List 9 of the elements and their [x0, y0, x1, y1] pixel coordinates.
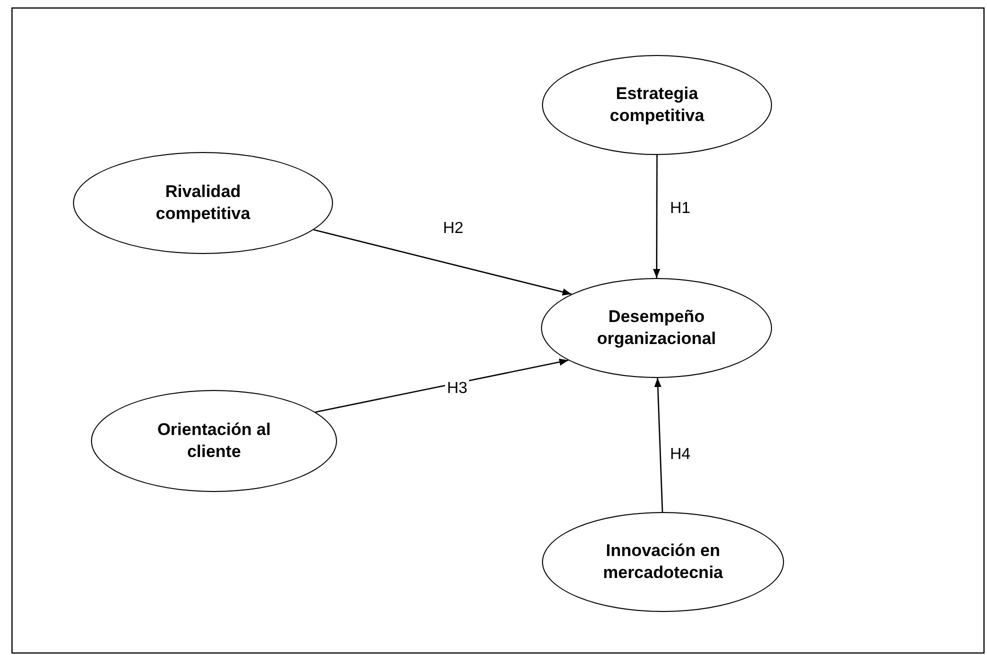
arrow [653, 155, 660, 278]
arrow [314, 229, 572, 296]
node-label: Rivalidad competitiva [154, 180, 252, 225]
node-label: Desempeño organizacional [596, 306, 718, 350]
node-label: Innovación en mercadotecnia [602, 540, 724, 584]
node-label: Orientación al cliente [156, 418, 272, 463]
arrow [654, 378, 664, 512]
node-label: Estrategia competitiva [608, 82, 706, 127]
arrow [315, 358, 568, 413]
